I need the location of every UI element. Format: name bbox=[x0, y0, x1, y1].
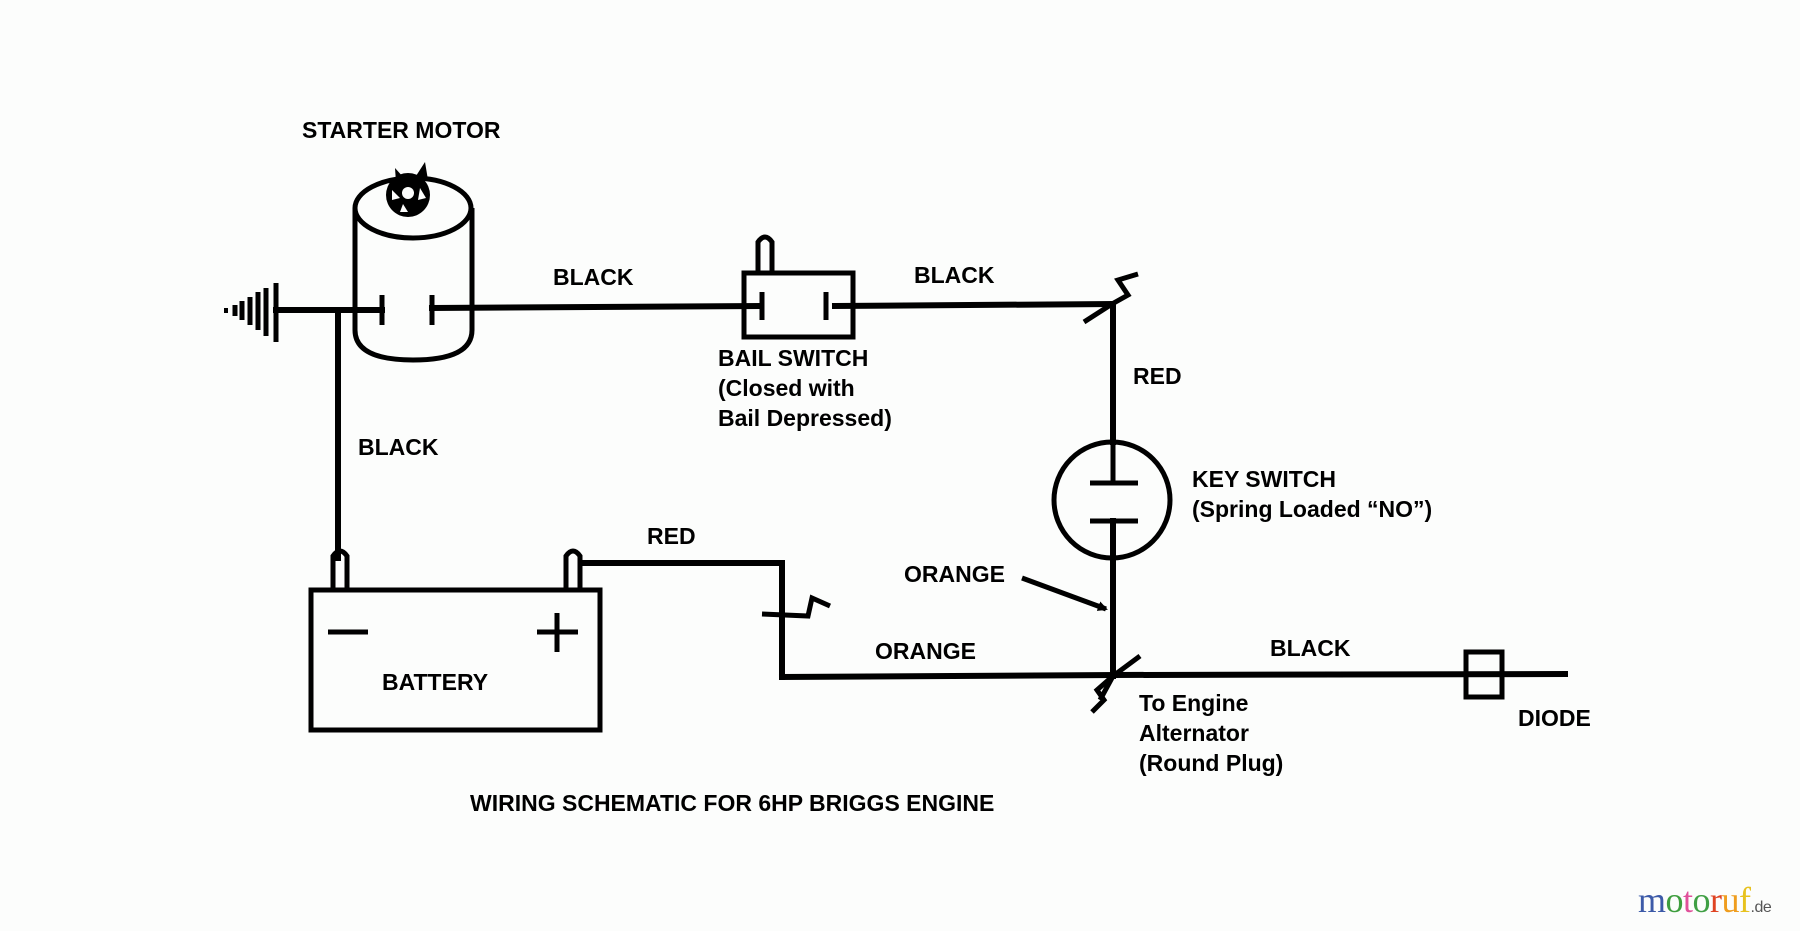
bail-switch-note-2: Bail Depressed) bbox=[718, 405, 892, 431]
starter-motor-label: STARTER MOTOR bbox=[302, 117, 501, 143]
wire-label-orange-arrow: ORANGE bbox=[904, 561, 1005, 587]
wire-label-to-diode: BLACK bbox=[1270, 635, 1351, 661]
watermark-letter: o bbox=[1692, 880, 1711, 920]
watermark-letters: motoruf bbox=[1638, 880, 1751, 920]
wire-label-battery-red: RED bbox=[647, 523, 696, 549]
watermark-letter: u bbox=[1721, 880, 1740, 920]
ground-symbol bbox=[224, 283, 279, 342]
key-switch-label: KEY SWITCH bbox=[1192, 466, 1336, 492]
key-switch-note: (Spring Loaded “NO”) bbox=[1192, 496, 1432, 522]
diagram-title: WIRING SCHEMATIC FOR 6HP BRIGGS ENGINE bbox=[470, 790, 994, 816]
bail-switch-note-1: (Closed with bbox=[718, 375, 855, 401]
watermark-letter: m bbox=[1638, 880, 1666, 920]
diode-label: DIODE bbox=[1518, 705, 1591, 731]
watermark-letter: t bbox=[1683, 880, 1693, 920]
bail-switch bbox=[741, 234, 856, 340]
bail-switch-label: BAIL SWITCH bbox=[718, 345, 868, 371]
watermark-suffix: .de bbox=[1750, 899, 1772, 916]
wire-label-key-red: RED bbox=[1133, 363, 1182, 389]
alternator-label-2: Alternator bbox=[1139, 720, 1249, 746]
wire-label-bail-key: BLACK bbox=[914, 262, 995, 288]
wire-label-lower-orange: ORANGE bbox=[875, 638, 976, 664]
wire-label-motor-bail: BLACK bbox=[553, 264, 634, 290]
watermark-logo: motoruf.de bbox=[1638, 880, 1772, 926]
alternator-label-1: To Engine bbox=[1139, 690, 1248, 716]
wire-label-ground-battery: BLACK bbox=[358, 434, 439, 460]
watermark-letter: o bbox=[1665, 880, 1684, 920]
starter-motor bbox=[352, 162, 475, 363]
diode bbox=[1463, 649, 1505, 700]
alternator-label-3: (Round Plug) bbox=[1139, 750, 1283, 776]
wires bbox=[273, 271, 1569, 714]
battery-label: BATTERY bbox=[382, 669, 488, 695]
watermark-letter: r bbox=[1710, 880, 1722, 920]
key-switch bbox=[1051, 439, 1173, 561]
battery bbox=[308, 548, 603, 733]
orange-pointer-arrow bbox=[1021, 575, 1108, 612]
watermark-letter: f bbox=[1739, 880, 1751, 920]
gear-icon bbox=[386, 162, 430, 217]
